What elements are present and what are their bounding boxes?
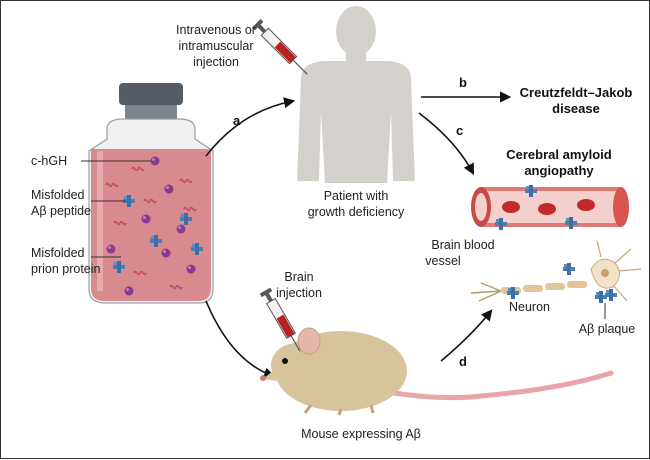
iv-injection-label-3: injection (193, 55, 239, 69)
cjd-label-1: Creutzfeldt–Jakob (520, 85, 633, 100)
prion-label-2: prion protein (31, 262, 101, 276)
cjd-label-2: disease (552, 101, 600, 116)
vessel-label-2: vessel (425, 254, 460, 268)
caa-label-1: Cerebral amyloid (506, 147, 612, 162)
patient-label-2: growth deficiency (308, 205, 405, 219)
blood-vessel (471, 185, 629, 230)
mouse-label: Mouse expressing Aβ (301, 427, 421, 441)
arrow-c (418, 112, 475, 175)
brain-syringe-icon (259, 287, 301, 352)
neuron-label: Neuron (509, 300, 550, 314)
prion-label-1: Misfolded (31, 246, 85, 260)
iv-injection-label-1: Intravenous or (176, 23, 256, 37)
plaque-label: Aβ plaque (579, 322, 636, 336)
step-c-label: c (456, 123, 463, 138)
caa-label-2: angiopathy (524, 163, 594, 178)
abeta-label-1: Misfolded (31, 188, 85, 202)
arrow-d (440, 309, 493, 362)
arrow-a (205, 97, 296, 157)
step-b-label: b (459, 75, 467, 90)
iv-syringe-icon (252, 19, 308, 75)
vessel-label-1: Brain blood (431, 238, 494, 252)
arrow-to-mouse (205, 300, 276, 379)
patient-silhouette (297, 6, 415, 183)
iv-injection-label-2: intramuscular (178, 39, 253, 53)
mouse (260, 327, 614, 416)
chgh-label: c-hGH (31, 154, 67, 168)
patient-label-1: Patient with (324, 189, 389, 203)
brain-injection-label-1: Brain (284, 270, 313, 284)
step-a-label: a (233, 113, 241, 128)
abeta-label-2: Aβ peptide (31, 204, 91, 218)
brain-injection-label-2: injection (276, 286, 322, 300)
neuron (470, 240, 642, 303)
step-d-label: d (459, 354, 467, 369)
